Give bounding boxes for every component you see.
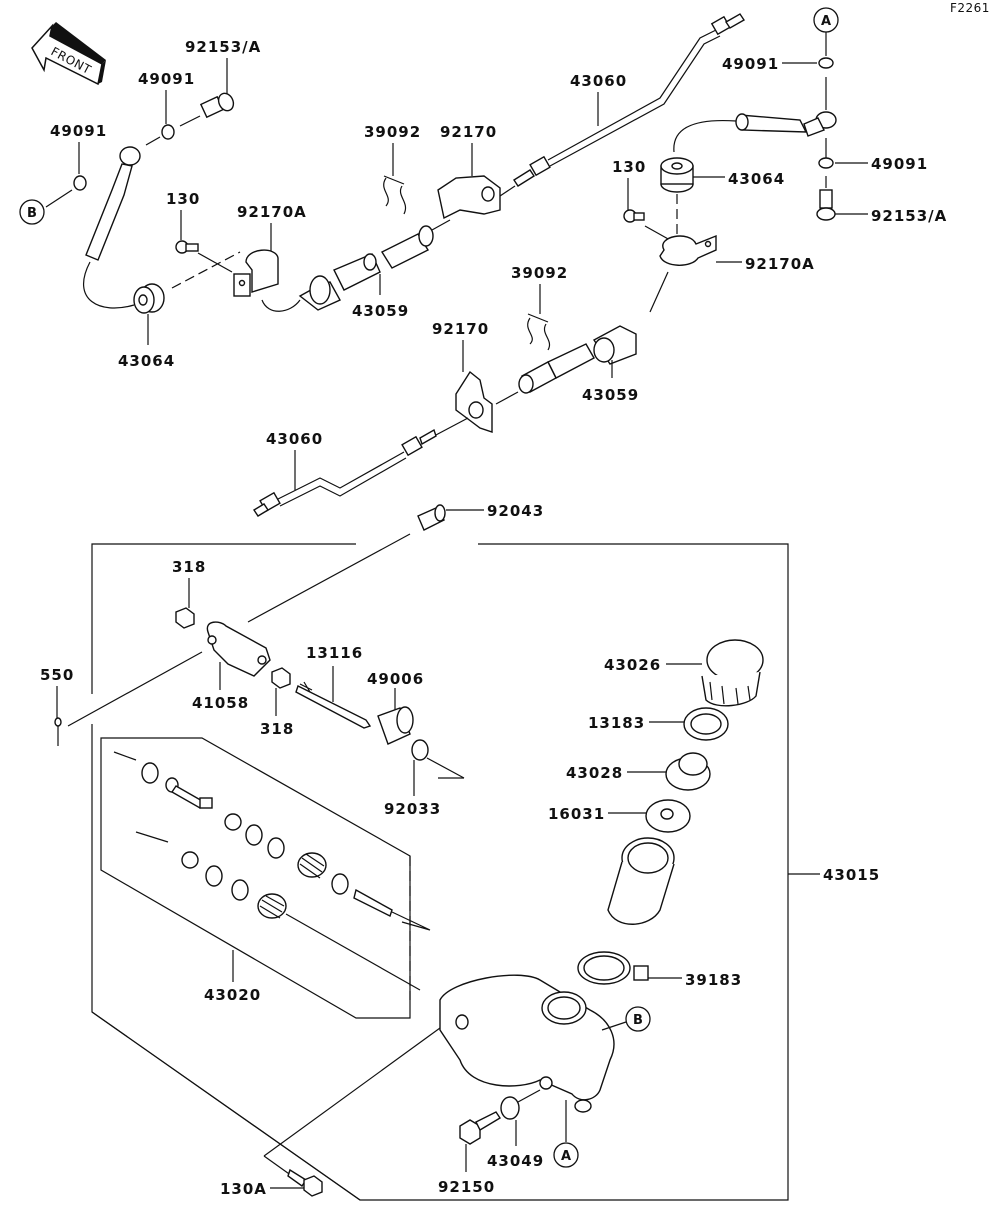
label-43026: 43026 bbox=[604, 656, 661, 674]
washer-49091-right-bottom bbox=[818, 157, 834, 169]
label-92170a-right: 92170A bbox=[745, 255, 815, 273]
plate-13183 bbox=[683, 707, 729, 741]
repair-kit-frame-43020 bbox=[100, 737, 411, 1019]
cable-end-43059-upper bbox=[261, 225, 434, 312]
master-cylinder-body bbox=[439, 974, 615, 1113]
label-92153a-right: 92153/A bbox=[871, 207, 947, 225]
pin-92043 bbox=[417, 504, 446, 531]
washer-43049 bbox=[500, 1096, 520, 1120]
svg-text:B: B bbox=[633, 1013, 643, 1028]
label-92170-mid: 92170 bbox=[432, 320, 489, 338]
bolt-92150 bbox=[459, 1111, 501, 1145]
repair-kit-parts bbox=[113, 751, 431, 991]
label-43060-lower: 43060 bbox=[266, 430, 323, 448]
washer-49091-left bbox=[73, 175, 87, 191]
washer-49091-left-top bbox=[161, 124, 175, 140]
label-318-bottom: 318 bbox=[260, 720, 294, 738]
label-49091-left: 49091 bbox=[50, 122, 107, 140]
washer-16031 bbox=[645, 799, 691, 833]
label-39183: 39183 bbox=[685, 971, 742, 989]
label-318-top: 318 bbox=[172, 558, 206, 576]
cable-43060-lower bbox=[253, 428, 437, 517]
bolt-130-right bbox=[623, 209, 645, 223]
label-43064-right: 43064 bbox=[728, 170, 785, 188]
label-49006: 49006 bbox=[367, 670, 424, 688]
label-39092-upper: 39092 bbox=[364, 123, 421, 141]
assembly-frame-43015 bbox=[91, 543, 789, 1201]
label-92170-upper: 92170 bbox=[440, 123, 497, 141]
hose-right bbox=[673, 111, 837, 153]
hose-left bbox=[83, 146, 141, 309]
label-43059-mid: 43059 bbox=[582, 386, 639, 404]
clevis-41058 bbox=[206, 621, 271, 677]
label-92033: 92033 bbox=[384, 800, 441, 818]
clip-39092-mid bbox=[527, 313, 550, 351]
label-49091-right-top: 49091 bbox=[722, 55, 779, 73]
push-rod-13116 bbox=[295, 681, 372, 729]
label-39092-mid: 39092 bbox=[511, 264, 568, 282]
circlip-92033 bbox=[411, 739, 429, 761]
label-92153a-left: 92153/A bbox=[185, 38, 261, 56]
banjo-bolt-right bbox=[816, 189, 836, 221]
label-13183: 13183 bbox=[588, 714, 645, 732]
label-43049: 43049 bbox=[487, 1152, 544, 1170]
grommet-43064-right bbox=[660, 157, 694, 193]
cable-43060-upper bbox=[513, 13, 745, 187]
ref-b-left bbox=[19, 199, 45, 225]
grommet-43064-left bbox=[133, 283, 165, 314]
svg-text:A: A bbox=[561, 1149, 571, 1164]
washer-49091-right-top bbox=[818, 57, 834, 69]
boot-49006 bbox=[377, 706, 414, 745]
nut-318-bottom bbox=[271, 667, 291, 689]
front-arrow-icon: FRONT bbox=[31, 22, 106, 86]
bracket-92170-upper bbox=[437, 175, 501, 220]
nut-318-top bbox=[175, 607, 195, 629]
svg-text:A: A bbox=[821, 14, 831, 29]
svg-text:B: B bbox=[27, 206, 37, 221]
label-130-left: 130 bbox=[166, 190, 200, 208]
label-41058: 41058 bbox=[192, 694, 249, 712]
label-43059-upper: 43059 bbox=[352, 302, 409, 320]
diaphragm-43028 bbox=[665, 752, 711, 791]
label-130-right: 130 bbox=[612, 158, 646, 176]
cable-end-43059-mid bbox=[518, 325, 637, 394]
reservoir-hose bbox=[607, 837, 675, 925]
label-43060-upper: 43060 bbox=[570, 72, 627, 90]
hose-clamp-39183 bbox=[577, 951, 649, 985]
figure-id: F2261 bbox=[950, 1, 990, 15]
label-43028: 43028 bbox=[566, 764, 623, 782]
cotter-pin-550 bbox=[54, 717, 62, 746]
label-43064-left: 43064 bbox=[118, 352, 175, 370]
bracket-92170-mid bbox=[455, 370, 493, 433]
label-92170a-left: 92170A bbox=[237, 203, 307, 221]
label-92043: 92043 bbox=[487, 502, 544, 520]
bolt-130-left bbox=[175, 240, 199, 254]
reservoir-cap-43026 bbox=[701, 639, 764, 707]
label-92150: 92150 bbox=[438, 1178, 495, 1196]
label-49091-right-bottom: 49091 bbox=[871, 155, 928, 173]
label-43020: 43020 bbox=[204, 986, 261, 1004]
clamp-92170a-left bbox=[233, 249, 279, 297]
label-49091-left-top: 49091 bbox=[138, 70, 195, 88]
ref-b-bottom bbox=[625, 1006, 651, 1032]
banjo-bolt-left bbox=[199, 92, 235, 119]
bolt-130a bbox=[287, 1168, 323, 1197]
clamp-92170a-right bbox=[659, 234, 717, 266]
label-550: 550 bbox=[40, 666, 74, 684]
label-13116: 13116 bbox=[306, 644, 363, 662]
ref-a-bottom bbox=[553, 1142, 579, 1168]
label-130a: 130A bbox=[220, 1180, 267, 1198]
clip-39092-upper bbox=[383, 175, 406, 215]
label-43015: 43015 bbox=[823, 866, 880, 884]
label-16031: 16031 bbox=[548, 805, 605, 823]
